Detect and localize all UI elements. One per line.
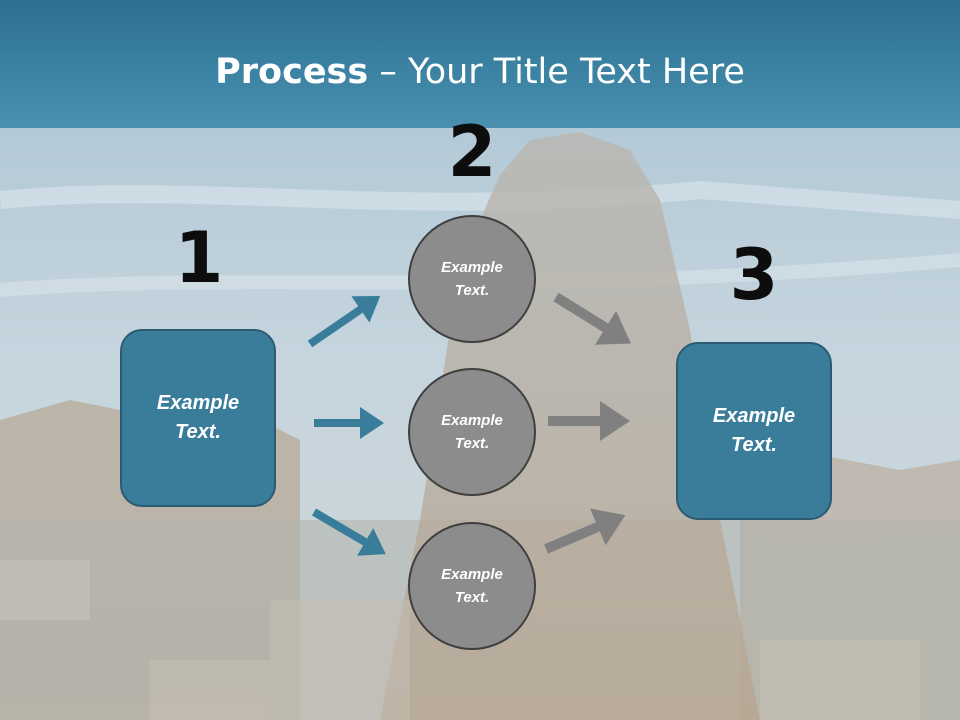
process-circle-bottom: Example Text. xyxy=(408,522,536,650)
circle-top-line1: Example xyxy=(441,259,503,276)
circle-middle-line2: Text. xyxy=(454,435,490,452)
circle-bottom-line2: Text. xyxy=(454,589,490,606)
slide-title: Process – Your Title Text Here xyxy=(0,52,960,92)
box-start-line2: Text. xyxy=(175,421,221,443)
arrow-blue-down xyxy=(311,508,386,556)
process-box-start: Example Text. xyxy=(120,329,276,507)
circle-bottom-line1: Example xyxy=(441,566,503,583)
box-end-line1: Example xyxy=(712,405,796,427)
arrow-blue-up xyxy=(307,295,381,348)
circle-top-line2: Text. xyxy=(454,282,490,299)
arrow-gray-up xyxy=(544,508,626,554)
step-number-3: 3 xyxy=(729,234,779,316)
box-end-line2: Text. xyxy=(731,434,777,456)
title-band xyxy=(0,0,960,128)
step-number-1: 1 xyxy=(174,217,224,299)
title-rest: – Your Title Text Here xyxy=(368,52,745,92)
arrow-gray-down xyxy=(553,292,631,345)
process-circle-top: Example Text. xyxy=(408,215,536,343)
title-bold: Process xyxy=(215,52,369,92)
step-number-2: 2 xyxy=(447,111,497,193)
process-box-end: Example Text. xyxy=(676,342,832,520)
process-circle-middle: Example Text. xyxy=(408,368,536,496)
circle-middle-line1: Example xyxy=(441,412,503,429)
box-start-line1: Example xyxy=(156,392,240,414)
